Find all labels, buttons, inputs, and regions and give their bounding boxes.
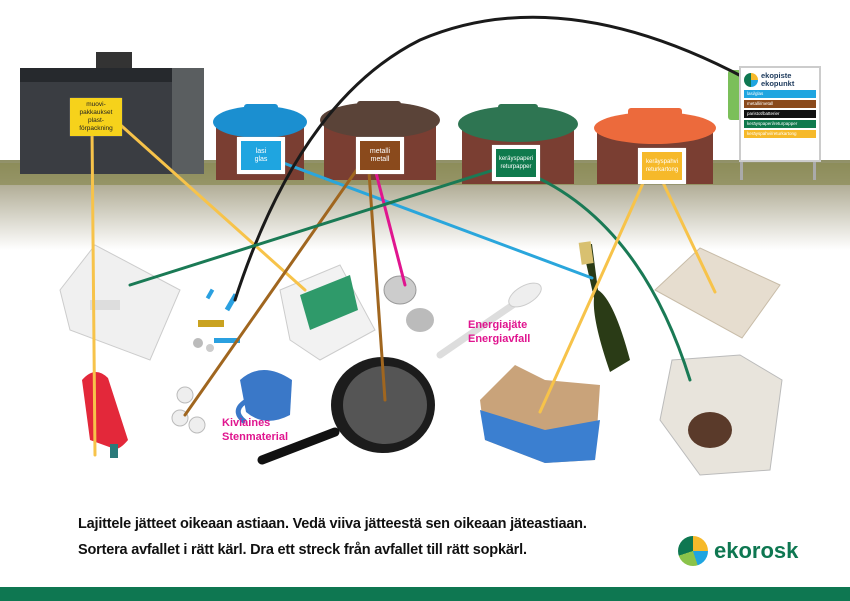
energy-waste-label: Energiajäte Energiavfall: [468, 318, 530, 346]
ekopiste-title-sv: ekopunkt: [761, 79, 795, 88]
frying-pan-item: [257, 357, 435, 465]
stone-label-sv: Stenmaterial: [222, 431, 289, 443]
metal-line-can: [372, 163, 407, 287]
instruction-sv: Sortera avfallet i rätt kärl. Dra ett st…: [78, 542, 527, 558]
ekopiste-row: keräyspahvi/returkartong: [744, 130, 816, 138]
dish-brush-item: [436, 282, 542, 359]
cardboard-line-eggs: [656, 170, 717, 294]
ekorosk-logo-icon: [678, 536, 708, 566]
footer-bar: [0, 587, 850, 601]
ketchup-bottle-item: [82, 371, 128, 458]
connection-lines: [90, 15, 747, 457]
energy-label-sv: Energiavfall: [468, 333, 531, 345]
plastic-container: [20, 52, 204, 174]
mug-item: [235, 370, 292, 424]
plastic-line-bottle: [90, 126, 97, 457]
tin-can-item: [383, 275, 434, 332]
ekopiste-row: keräyspaperi/returpapper: [744, 120, 816, 128]
ekopiste-logo-icon: [744, 73, 758, 87]
paper-line-envelopes: [128, 166, 502, 287]
cardboard-line-box: [538, 170, 650, 414]
ekorosk-logo-text: ekorosk: [714, 538, 799, 563]
ekorosk-logo: ekorosk: [678, 536, 798, 566]
energy-label-fi: Energiajäte: [468, 319, 528, 331]
ekopiste-row: paristot/batterier: [744, 110, 816, 118]
ekopiste-row: metalli/metall: [744, 100, 816, 108]
battery-line: [233, 15, 747, 302]
metal-line-candles: [183, 156, 367, 417]
instruction-fi: Lajittele jätteet oikeaan astiaan. Vedä …: [78, 516, 587, 532]
metal-sign: metalli metall: [356, 137, 404, 174]
glass-line: [260, 153, 594, 280]
batteries-item: [193, 288, 240, 352]
plastic-line-tray: [113, 118, 307, 292]
cardboard-box-item: [480, 365, 600, 463]
ekopiste-title-fi: ekopiste: [761, 71, 792, 80]
stone-material-label: Kiviaines Stenmaterial: [222, 416, 288, 444]
metal-line-pan: [366, 156, 387, 402]
sign-post: [813, 150, 816, 180]
plastic-sign: muovi- pakkaukset plast- förpackning: [70, 98, 122, 136]
glass-sign: lasi glas: [237, 137, 285, 174]
sign-post: [740, 150, 743, 180]
cardboard-sign: keräyspahvi returkartong: [638, 148, 686, 184]
paper-sign: keräyspaperi returpapper: [492, 145, 540, 181]
ekopiste-row: lasi/glas: [744, 90, 816, 98]
egg-carton-item: [654, 247, 781, 339]
stone-label-fi: Kiviaines: [222, 417, 271, 429]
magazines-item: [659, 354, 783, 476]
envelopes-item: [59, 244, 181, 361]
paper-line-magazines: [523, 170, 692, 382]
champagne-bottle-item: [578, 241, 630, 372]
ekopiste-sign: ekopiste ekopunkt lasi/glas metalli/meta…: [739, 66, 821, 162]
